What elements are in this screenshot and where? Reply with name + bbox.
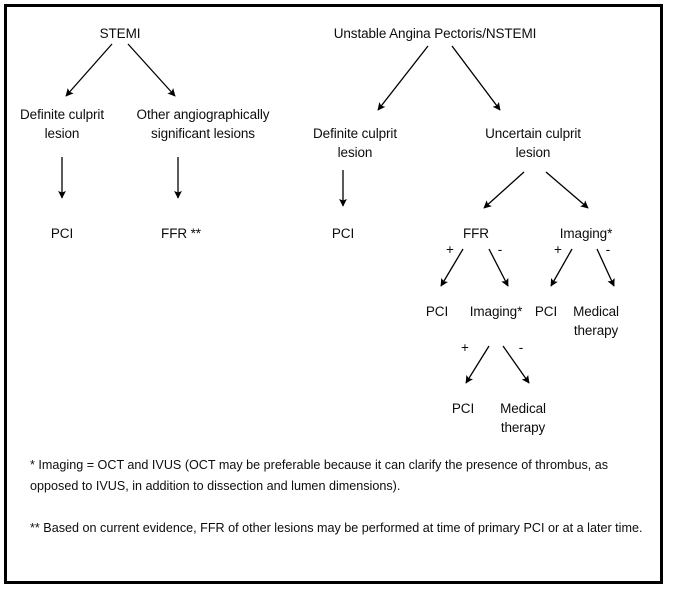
sign-ffr-positive: + [446, 242, 454, 257]
node-ffr: FFR [463, 226, 489, 241]
node-ffr-pci: PCI [425, 304, 449, 319]
node-uap-definite: Definite culprit lesion [313, 126, 397, 160]
node-final-pci: PCI [451, 401, 475, 416]
sign-ffr-negative: - [497, 242, 503, 257]
node-uap: Unstable Angina Pectoris/NSTEMI [333, 26, 537, 41]
node-imaging-top: Imaging* [559, 226, 613, 241]
sign-imaging-negative: - [605, 242, 611, 257]
node-stemi-other: Other angiographically significant lesio… [136, 107, 270, 141]
node-imaging-medical: Medical therapy [573, 304, 619, 338]
footnote-ffr: ** Based on current evidence, FFR of oth… [30, 521, 643, 535]
node-stemi-definite: Definite culprit lesion [20, 107, 104, 141]
figure-border [4, 4, 663, 584]
node-stemi-ffr: FFR ** [161, 226, 201, 241]
node-final-medical: Medical therapy [500, 401, 546, 435]
node-uap-uncertain: Uncertain culprit lesion [485, 126, 581, 160]
node-imaging-pci: PCI [534, 304, 558, 319]
sign-ffr-imaging-positive: + [461, 340, 469, 355]
node-ffr-imaging: Imaging* [469, 304, 523, 319]
node-uap-pci: PCI [331, 226, 355, 241]
footnote-imaging: * Imaging = OCT and IVUS (OCT may be pre… [30, 458, 609, 493]
node-stemi: STEMI [99, 26, 141, 41]
sign-ffr-imaging-negative: - [518, 340, 524, 355]
node-stemi-pci: PCI [50, 226, 74, 241]
sign-imaging-positive: + [554, 242, 562, 257]
